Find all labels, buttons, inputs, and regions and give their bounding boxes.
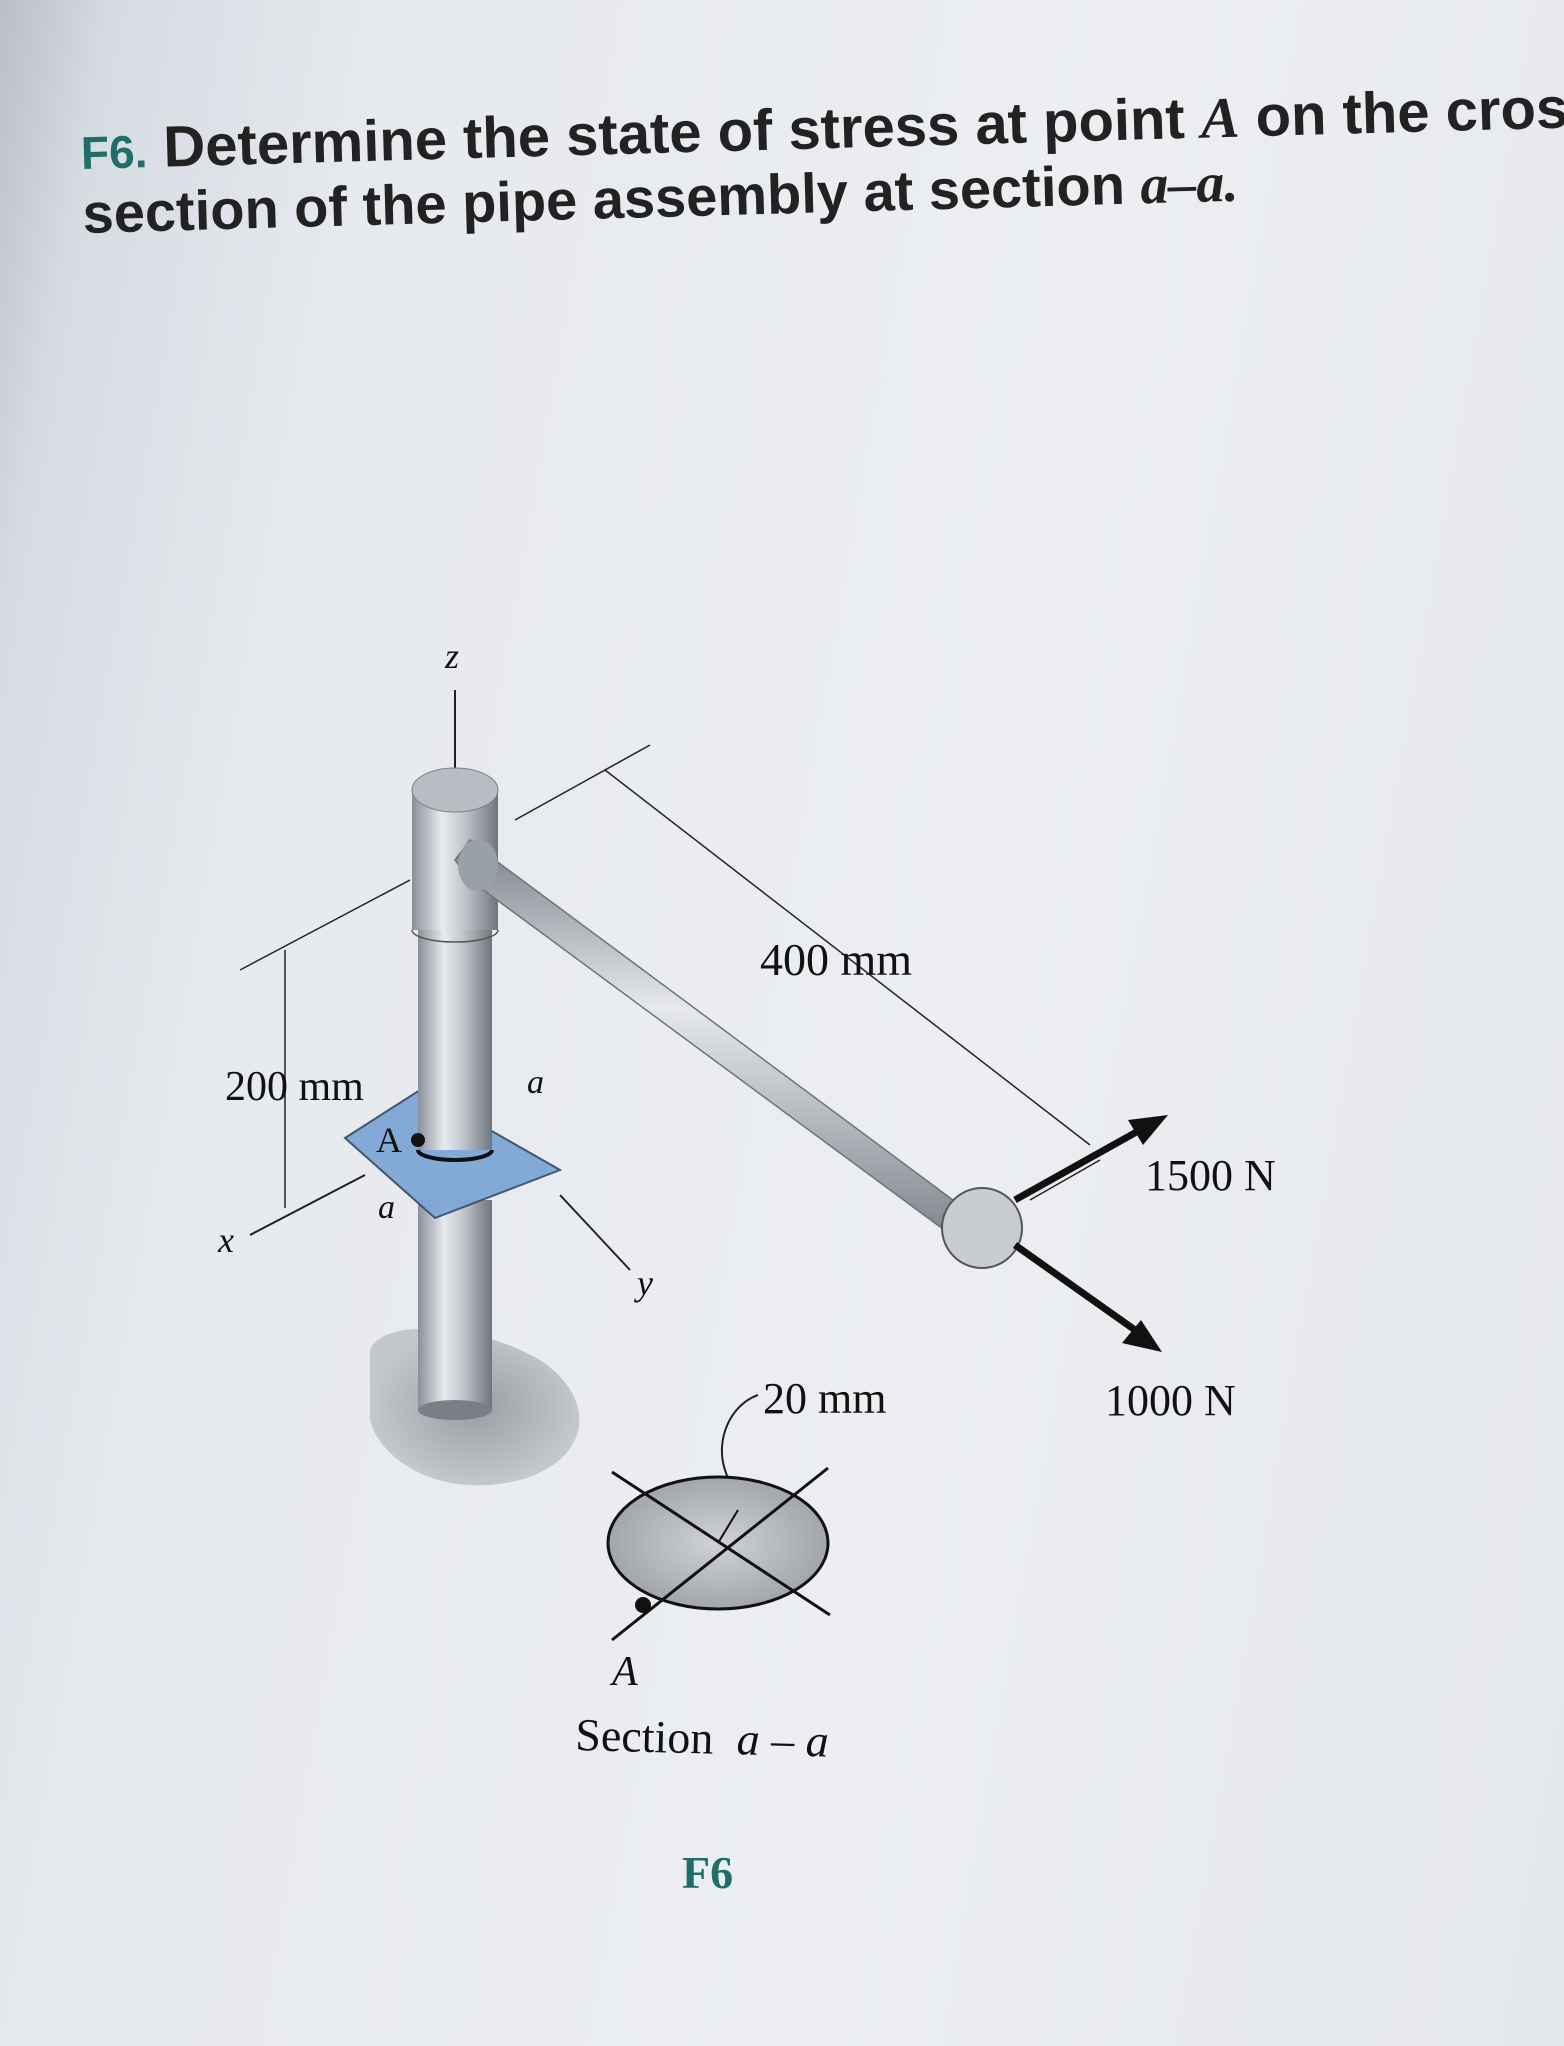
- section-caption-word: Section: [575, 1709, 714, 1764]
- section-caption: Section a – a: [575, 1709, 830, 1767]
- dim-400-extension-bottom: [1029, 1159, 1101, 1201]
- arm-joint: [458, 839, 498, 891]
- dim-400-label: 400 mm: [760, 934, 912, 985]
- dim-400-extension-top: [514, 744, 651, 821]
- point-A-dot: [411, 1133, 425, 1147]
- dim-200-label: 200 mm: [225, 1064, 364, 1110]
- force-1500-arrow-line: [1013, 1126, 1142, 1204]
- section-diagonal-2: [611, 1466, 829, 1642]
- force-1000-label: 1000 N: [1105, 1376, 1236, 1425]
- section-radius: [717, 1509, 739, 1544]
- force-1500-label: 1500 N: [1145, 1151, 1276, 1200]
- section-point-A-dot: [635, 1597, 651, 1613]
- dim-200-extension-top: [239, 879, 411, 971]
- section-mark-a-lower: a: [378, 1189, 395, 1226]
- column-upper: [418, 900, 492, 1150]
- section-plane: [343, 1088, 563, 1220]
- section-caption-letters: a – a: [736, 1713, 829, 1766]
- point-A-label: A: [376, 1120, 402, 1160]
- z-axis-label: z: [444, 636, 459, 676]
- force-1500-arrowhead: [1128, 1115, 1168, 1145]
- force-1000-arrow-line: [1012, 1242, 1138, 1333]
- column-bottom: [418, 1400, 492, 1420]
- y-axis-label: y: [634, 1263, 653, 1303]
- column-cut-edge: [416, 1149, 494, 1162]
- column-cap-seam: [411, 929, 499, 943]
- section-diagonal-1: [611, 1470, 831, 1617]
- figure-label: F6: [682, 1847, 733, 1898]
- column-cap-top: [411, 767, 499, 813]
- dim-400-line: [604, 769, 1091, 1146]
- pipe-arm: [454, 838, 1001, 1262]
- arm-end-cap: [941, 1187, 1023, 1269]
- column-lower: [418, 1200, 492, 1410]
- section-mark-a-upper: a: [527, 1064, 544, 1101]
- section-point-A-label: A: [609, 1649, 638, 1695]
- x-axis-line: [249, 1174, 366, 1236]
- y-axis-line: [559, 1194, 631, 1271]
- force-1000-arrowhead: [1122, 1320, 1162, 1352]
- x-axis-label: x: [217, 1220, 234, 1260]
- dim-20-label: 20 mm: [763, 1374, 886, 1423]
